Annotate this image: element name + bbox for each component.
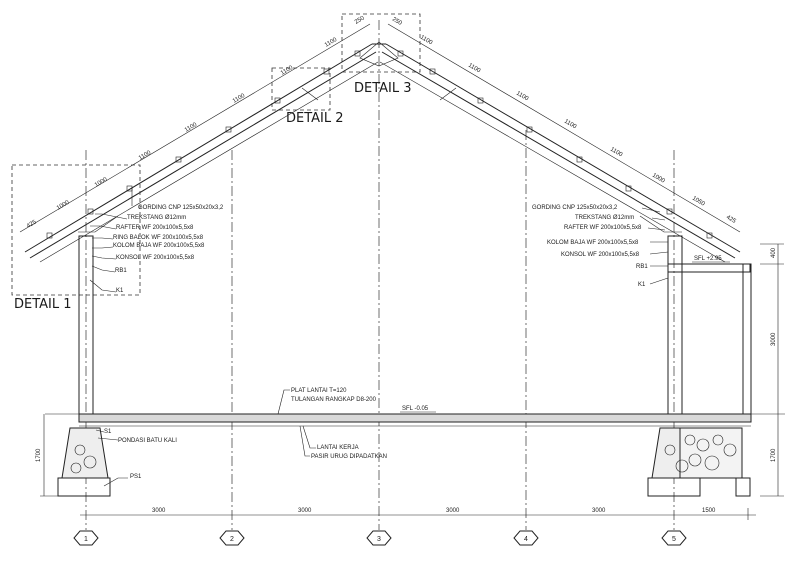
bottom-dim-2: 3000	[298, 508, 312, 514]
axis-label-3: 3	[377, 536, 381, 543]
axis-label-5: 5	[672, 536, 676, 543]
left-kolom-baja-label: KOLOM BAJA WF 200x100x5,5x8	[113, 243, 205, 249]
detail-1-label: DETAIL 1	[14, 297, 72, 312]
roof-dim-left-9: 250	[354, 15, 366, 26]
right-sfl-label: SFL +2.95	[694, 256, 722, 262]
ps1-label: PS1	[130, 474, 142, 480]
left-trekstang-label: TREKSTANG Ø12mm	[127, 215, 186, 221]
right-rb1-label: RB1	[636, 264, 648, 270]
axis-bubble-2	[219, 530, 245, 546]
right-gording-label: GORDING CNP 125x50x20x3,2	[532, 205, 618, 211]
right-k1-label: K1	[638, 282, 646, 288]
plat-lantai-label: PLAT LANTAI T=120	[291, 388, 347, 394]
left-gording-label: GORDING CNP 125x50x20x3,2	[138, 205, 224, 211]
right-konsol-label: KONSOL WF 200x100x5,5x8	[561, 252, 640, 258]
roof-dim-left-7: 1100	[280, 65, 295, 77]
roof-dim-right-3: 1100	[467, 63, 482, 75]
roof-dim-right-7: 1000	[651, 173, 666, 185]
axis-label-1: 1	[84, 536, 88, 543]
tulangan-label: TULANGAN RANGKAP D8-200	[291, 397, 377, 403]
roof-dim-left-3: 1000	[94, 176, 109, 188]
bottom-dim-4: 3000	[592, 508, 606, 514]
left-rafter-label: RAFTER WF 200x100x5,5x8	[116, 225, 194, 231]
roof-dim-left-4: 1100	[138, 150, 153, 162]
roof-dim-left-1: 425	[26, 219, 38, 230]
right-annotations: GORDING CNP 125x50x20x3,2 TREKSTANG Ø12m…	[532, 205, 730, 288]
roof-dim-right-8: 1050	[691, 196, 706, 208]
left-konsol-label: KONSOL WF 200x100x5,5x8	[116, 255, 195, 261]
right-kolom-baja-label: KOLOM BAJA WF 200x100x5,5x8	[547, 240, 639, 246]
roof-dim-left-6: 1100	[232, 93, 247, 105]
pasir-label: PASIR URUG DIPADATKAN	[311, 454, 387, 460]
detail-3-label: DETAIL 3	[354, 81, 412, 96]
floor-annotations: PLAT LANTAI T=120 TULANGAN RANGKAP D8-20…	[95, 388, 436, 487]
detail-2-label: DETAIL 2	[286, 111, 344, 126]
pondasi-label: PONDASI BATU KALI	[118, 438, 177, 444]
right-rafter-label: RAFTER WF 200x100x5,5x8	[564, 225, 642, 231]
axis-label-2: 2	[230, 536, 234, 543]
roof-dim-right-4: 1100	[515, 91, 530, 103]
roof-dim-right-9: 425	[725, 215, 737, 226]
detail-boxes	[11, 13, 421, 296]
right-dim-3000: 3000	[771, 332, 777, 346]
left-rb1-label: RB1	[115, 268, 127, 274]
roof-dimension-lines	[19, 23, 741, 233]
roof-dim-left-5: 1100	[184, 122, 199, 134]
axis-bubble-3	[366, 530, 392, 546]
roof-dim-right-1: 250	[391, 17, 403, 28]
roof-dim-left-2: 1000	[56, 199, 71, 211]
left-ring-balok-label: RING BALOK WF 200x100x5,5x8	[113, 235, 204, 241]
left-annotations: GORDING CNP 125x50x20x3,2 TREKSTANG Ø12m…	[89, 188, 224, 294]
right-trekstang-label: TREKSTANG Ø12mm	[575, 215, 634, 221]
columns	[78, 235, 752, 415]
left-dim-1700: 1700	[36, 448, 42, 462]
bottom-dim-5: 1500	[702, 508, 716, 514]
axis-bubble-1	[73, 530, 99, 546]
bottom-dim-1: 3000	[152, 508, 166, 514]
grid-lines	[85, 20, 675, 530]
floor-slab	[45, 413, 785, 427]
foundations	[57, 427, 751, 497]
vertical-dimensions: 1700 400 3000 1700	[36, 243, 784, 497]
bottom-dim-3: 3000	[446, 508, 460, 514]
roof-dims-right: 250 1100 1100 1100 1100 1100 1000 1050 4…	[391, 17, 737, 226]
roof-dim-right-6: 1100	[609, 147, 624, 159]
sfl-floor-label: SFL -0.05	[402, 406, 429, 412]
axis-bubble-5	[661, 530, 687, 546]
axis-label-4: 4	[524, 536, 528, 543]
grid-axis-bubbles: 1 2 3 4 5	[73, 530, 687, 546]
roof-dim-right-2: 1100	[419, 35, 434, 47]
right-dim-400: 400	[771, 247, 777, 258]
left-k1-label: K1	[116, 288, 124, 294]
right-dim-1700: 1700	[771, 448, 777, 462]
lantai-kerja-label: LANTAI KERJA	[317, 445, 359, 451]
axis-bubble-4	[513, 530, 539, 546]
roof-structure	[24, 41, 741, 263]
bottom-dimensions: 3000 3000 3000 3000 1500	[80, 508, 756, 520]
s1-label: S1	[104, 429, 112, 435]
